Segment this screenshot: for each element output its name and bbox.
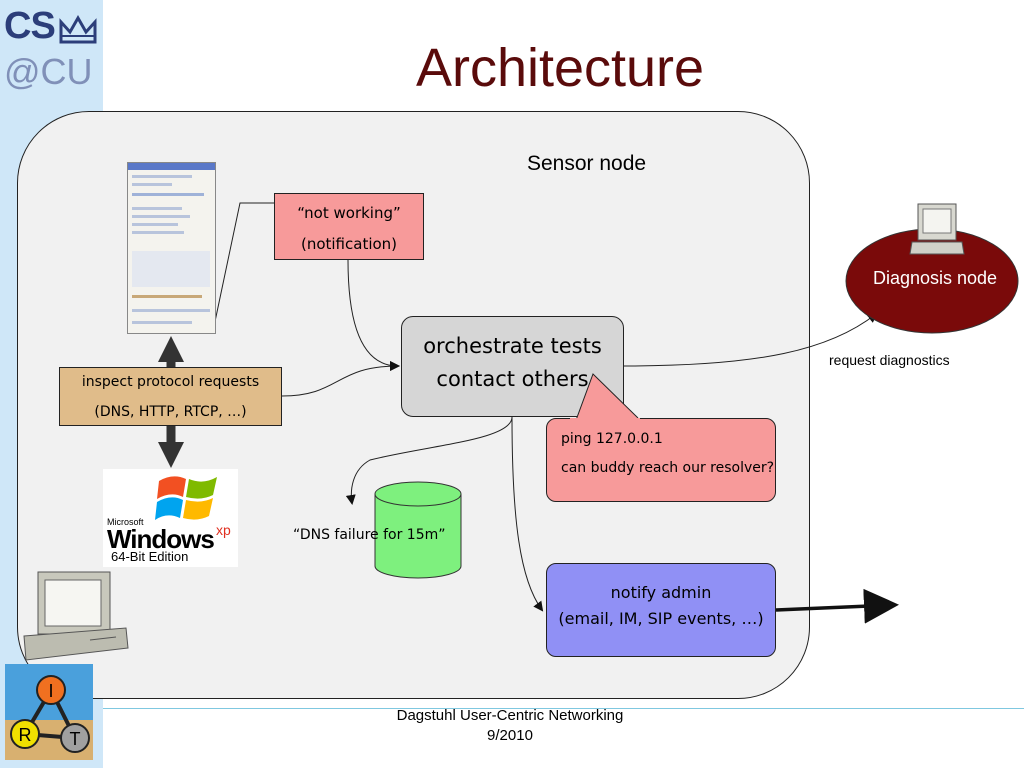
irt-logo: I R T — [5, 664, 93, 760]
inspect-box: inspect protocol requests (DNS, HTTP, RT… — [59, 367, 282, 426]
double-arrow-head-bottom — [158, 442, 184, 468]
host-computer-icon — [23, 571, 129, 661]
ping-callout: ping 127.0.0.1 can buddy reach our resol… — [546, 418, 776, 502]
diagnosis-computer-icon — [909, 203, 965, 255]
orch-to-db-arrow — [345, 416, 513, 505]
slide-title: Architecture — [415, 38, 705, 98]
buddy-text: can buddy reach our resolver? — [561, 460, 775, 476]
notify-text: notify admin — [610, 583, 712, 602]
inspect-text: inspect protocol requests — [81, 374, 260, 390]
svg-text:T: T — [70, 729, 81, 749]
footer-date: 9/2010 — [487, 727, 533, 744]
cu-logo: @CU — [4, 51, 93, 92]
windows-flag-icon — [155, 476, 217, 520]
windows-text: Windows — [107, 524, 215, 554]
orch-to-diag-arrow — [623, 312, 878, 367]
orchestrate-text: orchestrate tests — [423, 334, 602, 358]
inspect-to-orch-arrow — [281, 361, 400, 397]
microsoft-text: Microsoft — [107, 517, 144, 527]
not-working-text: “not working” — [297, 204, 401, 222]
database-cylinder — [374, 481, 462, 579]
crown-icon — [59, 14, 97, 44]
notify-out-arrow — [775, 588, 899, 624]
request-diagnostics-label: request diagnostics — [829, 352, 950, 368]
messenger-window-image — [127, 162, 216, 334]
not-working-box: “not working” (notification) — [274, 193, 424, 260]
double-arrow-head-top — [158, 336, 184, 362]
notification-text: (notification) — [300, 235, 398, 253]
footer-rule — [103, 708, 1024, 709]
edition-text: 64-Bit Edition — [111, 549, 189, 564]
orch-to-notify-arrow — [511, 416, 544, 612]
ping-callout-pointer — [570, 373, 640, 432]
channels-text: (email, IM, SIP events, …) — [558, 609, 764, 628]
cs-logo: CS — [4, 5, 56, 47]
notify-admin-box: notify admin (email, IM, SIP events, …) — [546, 563, 776, 657]
xp-text: xp — [216, 522, 231, 538]
protocols-text: (DNS, HTTP, RTCP, …) — [94, 404, 247, 420]
sensor-node-label: Sensor node — [527, 152, 647, 175]
irt-graph-icon: I R T — [5, 664, 93, 760]
contact-others-text: contact others — [436, 367, 589, 391]
windows-xp-logo: Microsoft Windows xp 64-Bit Edition — [103, 469, 238, 567]
dns-failure-label: “DNS failure for 15m” — [293, 527, 446, 543]
diagnosis-node-label: Diagnosis node — [872, 268, 998, 288]
footer: Dagstuhl User-Centric Networking 9/2010 — [340, 706, 680, 746]
notwork-to-orch-arrow — [347, 259, 400, 371]
svg-text:I: I — [48, 681, 53, 701]
ping-text: ping 127.0.0.1 — [561, 431, 663, 447]
notwork-callout-line — [212, 202, 274, 332]
footer-event: Dagstuhl User-Centric Networking — [396, 707, 624, 724]
svg-text:R: R — [19, 725, 32, 745]
